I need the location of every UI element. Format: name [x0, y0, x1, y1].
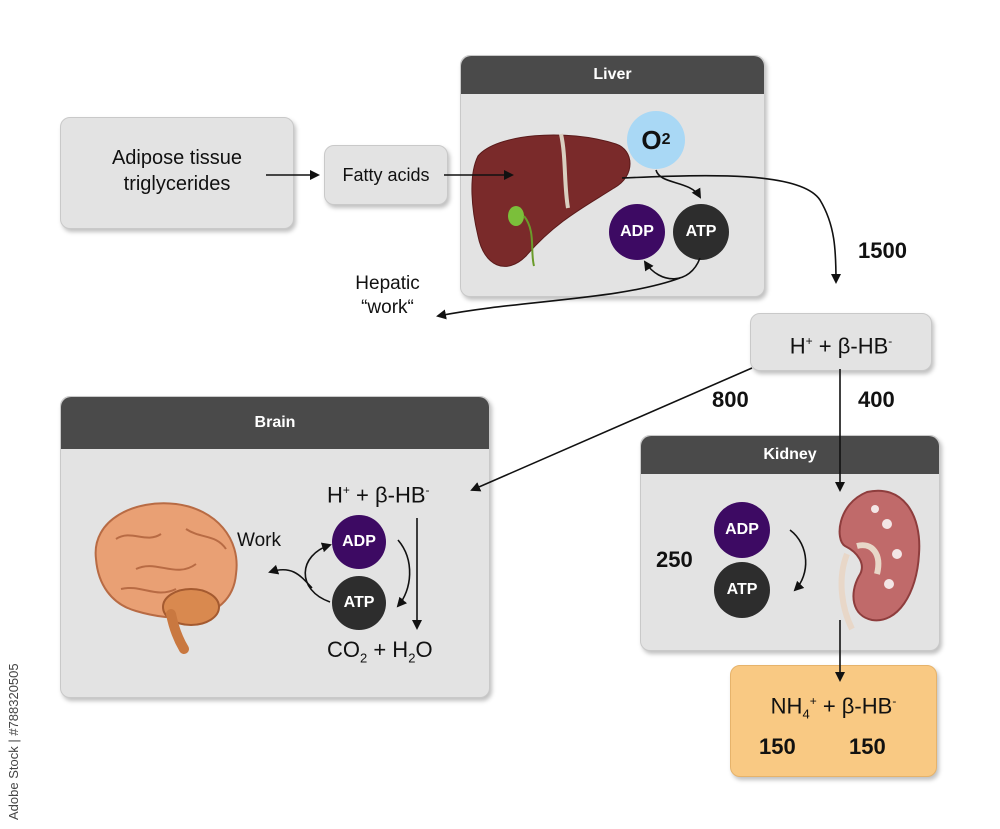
h2o-o: O — [415, 637, 433, 662]
output-bhb: + β-HB — [816, 693, 893, 719]
ketone-box: H+ + β-HB- — [750, 313, 932, 371]
kidney-atp: ATP — [714, 562, 770, 618]
arrow-brain-atp-adp — [304, 542, 332, 603]
brain-panel: Brain Work H+ + β-HB- ADP ATP CO2 + H2O — [60, 396, 490, 698]
liver-organ-icon — [471, 133, 631, 267]
output-value-bhb: 150 — [849, 734, 886, 759]
arrow-kidney-adp-atp — [789, 529, 807, 592]
arrow-brain-adp-atp — [396, 539, 411, 608]
arrow-o2-atp — [655, 169, 702, 199]
brain-ketone-bhb: + β-HB — [349, 482, 426, 508]
arrow-to-brain — [470, 367, 753, 492]
kidney-organ-icon — [838, 489, 921, 631]
output-value-nh4: 150 — [759, 734, 796, 759]
brain-work-label: Work — [237, 530, 281, 551]
arrow-liver-atp-adp — [643, 257, 701, 280]
ketone-h: H — [789, 333, 806, 359]
nh4-sub: 4 — [802, 706, 810, 722]
flow-kidney-atp: 250 — [656, 547, 693, 572]
liver-title: Liver — [461, 56, 764, 94]
flow-to-brain: 800 — [712, 387, 749, 412]
brain-ketone-formula: H+ + β-HB- — [327, 477, 430, 508]
liver-atp: ATP — [673, 204, 729, 260]
brain-ketone-h: H — [327, 482, 343, 508]
h2o-sub: 2 — [408, 650, 416, 666]
kidney-panel: Kidney ADP ATP — [640, 435, 940, 651]
co2-sub: 2 — [360, 650, 368, 666]
arrow-hepatic-work — [436, 277, 681, 320]
arrow-liver-out — [621, 174, 841, 284]
brain-products: CO2 + H2O — [327, 637, 433, 671]
brain-adp: ADP — [332, 515, 386, 569]
liver-adp: ADP — [609, 204, 665, 260]
nh4-sup: + — [809, 694, 817, 708]
brain-organ-icon — [94, 502, 238, 654]
fatty-acids-label: Fatty acids — [342, 165, 430, 185]
flow-liver-out: 1500 — [858, 238, 907, 263]
ketone-plus: + — [805, 334, 813, 348]
adipose-line2: triglycerides — [123, 173, 231, 195]
co2-c: CO — [327, 637, 360, 662]
output-box: NH4+ + β-HB- 150 150 — [730, 665, 937, 777]
brain-ketone-plus: + — [342, 483, 350, 497]
ketone-minus: - — [888, 334, 893, 348]
brain-title: Brain — [61, 397, 489, 449]
brain-atp: ATP — [332, 576, 386, 630]
ketone-formula: H+ + β-HB- — [751, 328, 931, 359]
adipose-label: Adipose tissue triglycerides — [61, 145, 293, 197]
o2-label: O — [641, 124, 662, 155]
hepatic-work-line2: “work“ — [361, 297, 414, 318]
adipose-box: Adipose tissue triglycerides — [60, 117, 294, 229]
brain-ketone-minus: - — [425, 483, 430, 497]
hepatic-work-label: Hepatic “work“ — [345, 272, 430, 320]
o2-subscript: 2 — [661, 131, 671, 148]
arrow-brain-work — [268, 564, 313, 589]
output-formula: NH4+ + β-HB- — [731, 688, 936, 728]
flow-to-kidney: 400 — [858, 387, 895, 412]
output-minus: - — [892, 694, 897, 708]
nh4-n: NH — [770, 693, 803, 719]
hepatic-work-line1: Hepatic — [355, 273, 420, 294]
kidney-title: Kidney — [641, 436, 939, 474]
kidney-adp: ADP — [714, 502, 770, 558]
ketone-bhb: + β-HB — [812, 333, 889, 359]
h2o-h: + H — [367, 637, 409, 662]
adipose-line1: Adipose tissue — [111, 147, 243, 169]
